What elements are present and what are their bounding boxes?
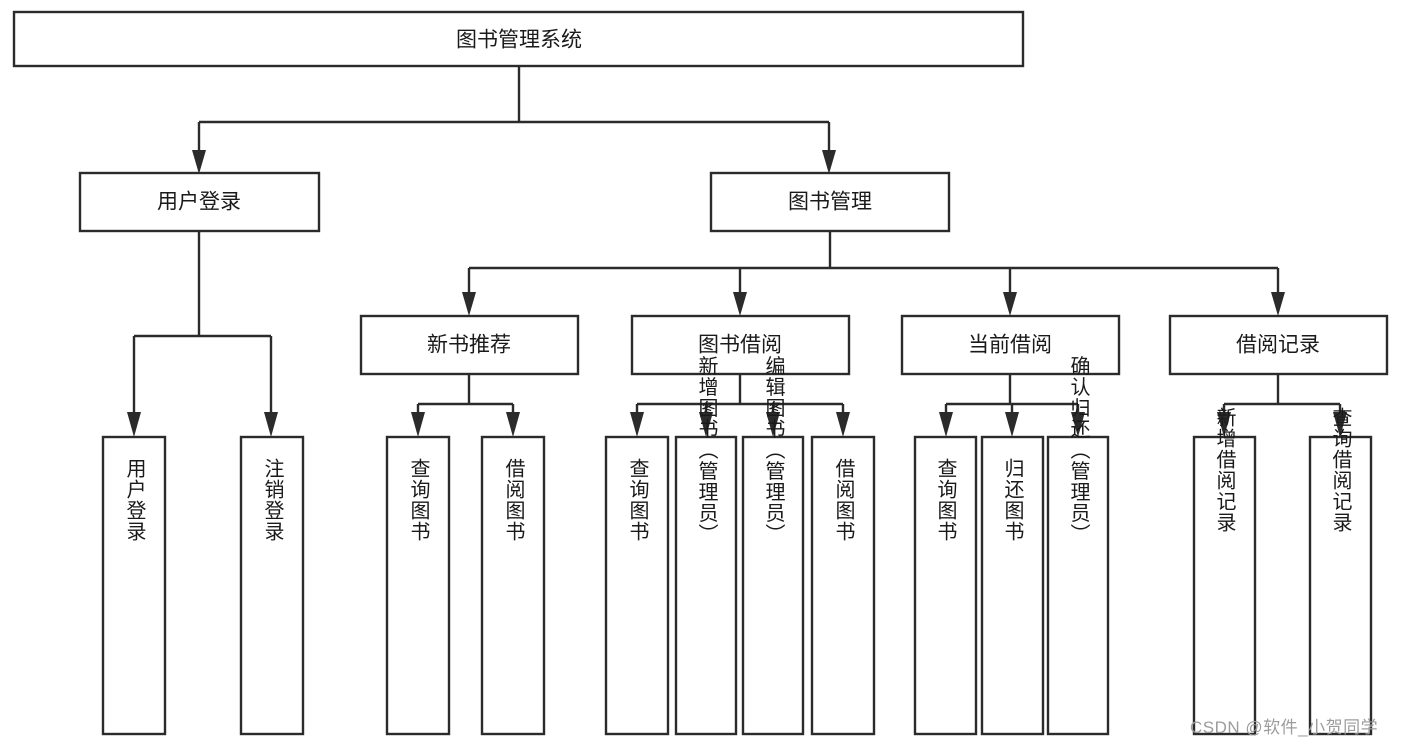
connector-userlogin-to-leaves (127, 231, 278, 437)
node-leaf-query-book-3[interactable]: 查询图书 (913, 435, 978, 736)
node-book-borrow-label: 图书借阅 (698, 334, 782, 357)
node-leaf-query-book-2[interactable]: 查询图书 (604, 435, 670, 736)
node-leaf-edit-book-label: 编辑图书（管理员） (762, 355, 785, 544)
node-leaf-borrow-book-2[interactable]: 借阅图书 (810, 435, 876, 736)
node-leaf-user-login[interactable]: 用户登录 (101, 435, 167, 736)
node-leaf-query-record-label: 查询借阅记录 (1329, 407, 1352, 533)
node-leaf-add-book-label: 新增图书（管理员） (695, 355, 718, 544)
node-leaf-borrow-book-2-label: 借阅图书 (832, 458, 855, 542)
node-leaf-return-book-label: 归还图书 (1001, 458, 1024, 542)
connector-root-to-level2 (192, 66, 836, 174)
node-book-management-label: 图书管理 (788, 191, 872, 214)
connector-borrowrecord-to-leaves (1217, 374, 1347, 437)
node-leaf-query-book-3-label: 查询图书 (934, 458, 957, 542)
node-leaf-user-logout[interactable]: 注销登录 (239, 435, 305, 736)
node-leaf-confirm-return[interactable]: 确认归还（管理员） (1046, 355, 1110, 736)
node-leaf-query-book-1-label: 查询图书 (407, 458, 430, 542)
node-current-borrow-label: 当前借阅 (968, 334, 1052, 357)
node-borrow-record[interactable]: 借阅记录 (1168, 314, 1389, 376)
csdn-watermark: CSDN @软件_小贺同学 (1190, 718, 1379, 737)
node-leaf-add-record[interactable]: 新增借阅记录 (1192, 407, 1257, 736)
connector-currentborrow-to-leaves (939, 374, 1085, 437)
node-leaf-add-record-label: 新增借阅记录 (1213, 407, 1236, 533)
node-leaf-user-login-label: 用户登录 (123, 458, 146, 542)
connector-bookborrow-to-leaves (630, 374, 850, 437)
node-root-label: 图书管理系统 (456, 29, 582, 52)
node-user-login-label: 用户登录 (157, 191, 241, 214)
node-book-management[interactable]: 图书管理 (709, 171, 951, 233)
connector-bookmgmt-to-level3 (462, 231, 1285, 316)
node-user-login[interactable]: 用户登录 (78, 171, 321, 233)
node-borrow-record-label: 借阅记录 (1236, 334, 1320, 357)
node-leaf-confirm-return-label: 确认归还（管理员） (1067, 355, 1090, 544)
node-new-book-recommend[interactable]: 新书推荐 (359, 314, 580, 376)
node-leaf-user-logout-label: 注销登录 (261, 458, 284, 542)
node-leaf-query-book-1[interactable]: 查询图书 (385, 435, 451, 736)
node-leaf-borrow-book-1-label: 借阅图书 (502, 458, 525, 542)
node-leaf-borrow-book-1[interactable]: 借阅图书 (480, 435, 546, 736)
node-leaf-edit-book[interactable]: 编辑图书（管理员） (741, 355, 805, 736)
node-leaf-query-book-2-label: 查询图书 (626, 458, 649, 542)
node-leaf-add-book[interactable]: 新增图书（管理员） (674, 355, 738, 736)
node-leaf-query-record[interactable]: 查询借阅记录 (1308, 407, 1373, 736)
node-leaf-return-book[interactable]: 归还图书 (980, 435, 1045, 736)
connector-newbook-to-leaves (411, 374, 520, 437)
node-new-book-recommend-label: 新书推荐 (427, 334, 511, 357)
node-root[interactable]: 图书管理系统 (12, 10, 1025, 68)
node-book-borrow[interactable]: 图书借阅 (630, 314, 851, 376)
node-current-borrow[interactable]: 当前借阅 (900, 314, 1121, 376)
